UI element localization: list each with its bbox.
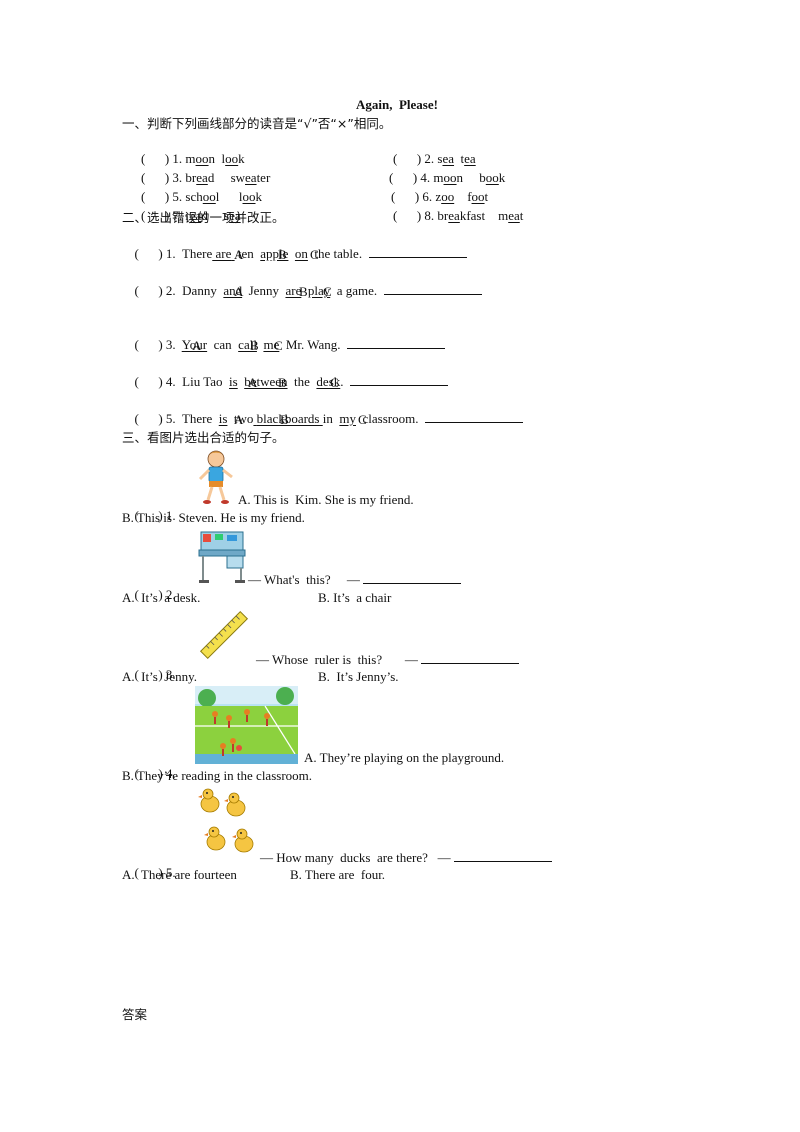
- answer-blank[interactable]: [347, 336, 446, 349]
- desk-image: [198, 531, 246, 583]
- option-a: A. This is Kim. She is my friend.: [238, 492, 414, 507]
- option-b: B. There are four.: [290, 867, 386, 882]
- section2-question-4: ( ) 4. Liu Tao is between the desk.: [128, 357, 449, 390]
- option-label-c: C: [323, 284, 332, 299]
- question-prompt: — What's this? —: [248, 571, 462, 588]
- option-label-b: B: [278, 247, 287, 262]
- section3-question-1: ( ) 1.: [134, 508, 176, 523]
- section1-heading: 一、判断下列画线部分的读音是“√”否“×”相同。: [122, 116, 392, 131]
- section1-item: ( ) 2. sea tea: [393, 151, 476, 166]
- section1-item: ( ) 7. read sea: [141, 208, 241, 223]
- answer-blank[interactable]: [453, 849, 552, 862]
- option-label-c: C: [310, 247, 319, 262]
- section3-heading: 三、看图片选出合适的句子。: [122, 430, 285, 445]
- option-a: A. It’s Jenny.: [122, 669, 197, 684]
- option-label-c: C: [274, 338, 283, 353]
- page-title: Again, Please!: [356, 97, 438, 112]
- option-b: B. They’re reading in the classroom.: [122, 768, 313, 783]
- ducks-image: [198, 788, 254, 853]
- section1-item: ( ) 6. zoo foot: [391, 189, 489, 204]
- answer-blank[interactable]: [363, 571, 462, 584]
- section1-item: ( ) 4. moon book: [389, 170, 506, 185]
- section1-item: ( ) 3. bread sweater: [141, 170, 271, 185]
- section1-item: ( ) 8. breakfast meat: [393, 208, 524, 223]
- option-a: A. There are fourteen: [122, 867, 237, 882]
- option-label-b: B: [250, 338, 259, 353]
- option-a: A. It’s a desk.: [122, 590, 201, 605]
- option-label-b: B: [280, 412, 289, 427]
- section1-item: ( ) 5. school look: [141, 189, 263, 204]
- section3-question-5: ( ) 5.: [134, 865, 176, 880]
- option-a: A. They’re playing on the playground.: [304, 750, 505, 765]
- section2-heading: 二、选出错误的一项并改正。: [122, 210, 285, 225]
- section2-question-5: ( ) 5. There is two blackboards in my cl…: [128, 394, 523, 427]
- option-label-a: A: [234, 412, 244, 427]
- option-b: B. It’s Jenny’s.: [318, 669, 399, 684]
- answer-blank[interactable]: [383, 282, 482, 295]
- option-label-a: A: [234, 284, 244, 299]
- option-b: B. It’s a chair: [318, 590, 392, 605]
- option-label-c: C: [330, 375, 339, 390]
- option-label-a: A: [248, 375, 258, 390]
- answer-blank[interactable]: [368, 245, 467, 258]
- section2-question-1: ( ) 1. There are ten apple on the table.: [128, 229, 467, 262]
- answer-blank[interactable]: [350, 373, 449, 386]
- option-label-b: B: [299, 284, 308, 299]
- playground-image: [195, 686, 298, 764]
- section2-question-3: ( ) 3. Your can call me Mr. Wang.: [128, 320, 446, 353]
- section1-item: ( ) 1. moon look: [141, 151, 245, 166]
- answers-heading: 答案: [122, 1007, 148, 1022]
- answer-blank[interactable]: [421, 651, 520, 664]
- boy-image: [198, 450, 233, 504]
- option-b: B. This is Steven. He is my friend.: [122, 510, 305, 525]
- question-prompt: — How many ducks are there? —: [260, 849, 552, 866]
- option-label-c: C: [358, 412, 367, 427]
- option-label-a: A: [192, 338, 202, 353]
- question-prompt: — Whose ruler is this? —: [256, 651, 520, 668]
- section3-question-3: ( ) 3.: [134, 667, 176, 682]
- section3-question-4: ( ) 4.: [134, 766, 176, 781]
- option-label-b: B: [278, 375, 287, 390]
- answer-blank[interactable]: [424, 410, 523, 423]
- section2-question-2: ( ) 2. Danny and Jenny are play a game.: [128, 266, 482, 299]
- ruler-image: [199, 610, 249, 660]
- option-label-a: A: [234, 247, 244, 262]
- section3-question-2: ( ) 2.: [134, 587, 176, 602]
